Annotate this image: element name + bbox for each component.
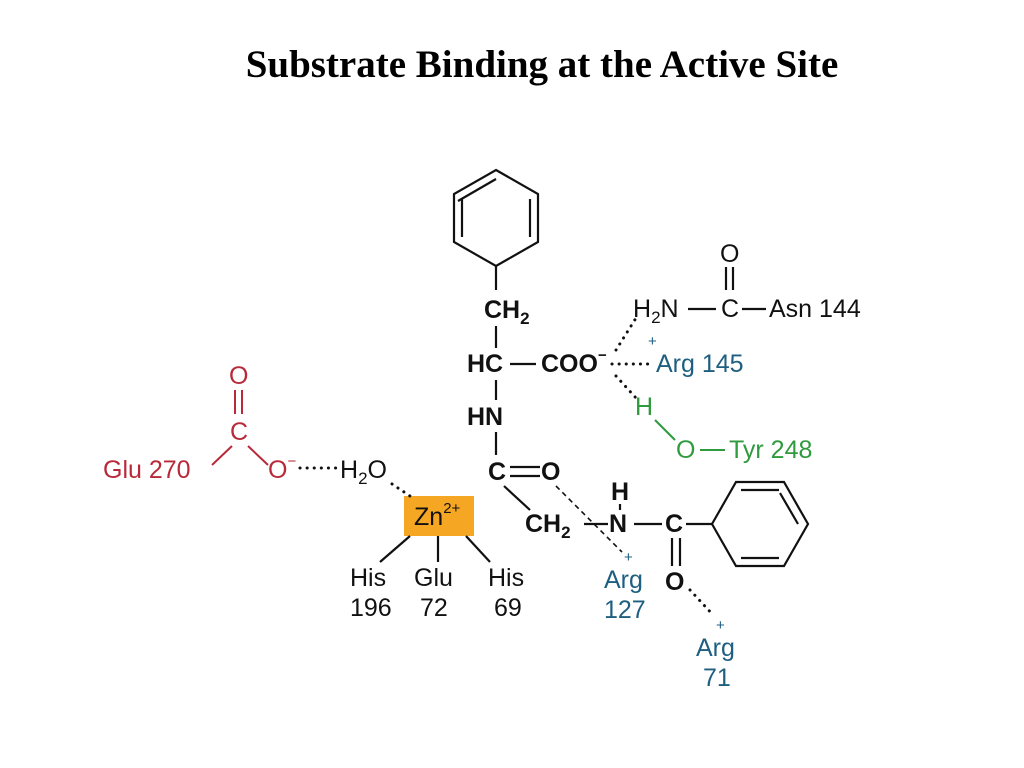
arg71-name: Arg xyxy=(696,634,735,662)
arg145-plus: + xyxy=(648,333,657,350)
zinc-ion-box xyxy=(404,496,474,536)
glu270-c-label: C xyxy=(230,418,248,446)
hbond-coo-asn xyxy=(614,316,638,352)
his196-name: His xyxy=(350,564,386,592)
carbonyl-c-label: C xyxy=(488,458,506,486)
hc-label: HC xyxy=(467,350,503,378)
arg145-label: Arg 145 xyxy=(656,350,744,378)
arg71-plus: + xyxy=(716,617,725,634)
coo-label: COO− xyxy=(541,347,607,378)
amide-n-label: N xyxy=(609,510,627,538)
bond-glu270-c-o xyxy=(247,445,269,466)
asn-o-label: O xyxy=(720,240,739,268)
asn-c-label: C xyxy=(721,295,739,323)
glu72-num: 72 xyxy=(420,594,448,622)
amide-c-label: C xyxy=(665,510,683,538)
glu270-o-top: O xyxy=(229,362,248,390)
arg127-name: Arg xyxy=(604,566,643,594)
asn-144-label: Asn 144 xyxy=(769,295,861,323)
bond-zn-his69 xyxy=(465,535,491,563)
tyr-248-label: Tyr 248 xyxy=(729,436,812,464)
hn-label: HN xyxy=(467,403,503,431)
arg71-num: 71 xyxy=(703,664,731,692)
his69-name: His xyxy=(488,564,524,592)
ch2-top-label: CH2 xyxy=(484,296,530,328)
zinc-ion-label: Zn2+ xyxy=(414,500,461,531)
his69-num: 69 xyxy=(494,594,522,622)
water-label: H2O xyxy=(340,456,387,488)
arg127-num: 127 xyxy=(604,596,646,624)
hbond-carbonyl-arg127 xyxy=(555,485,623,553)
bond-zn-his196 xyxy=(379,535,411,563)
coord-water-zn xyxy=(390,482,412,498)
amide-h-label: H xyxy=(611,478,629,506)
bond-tyr-h-o xyxy=(654,419,676,441)
arg127-plus: + xyxy=(624,549,633,566)
hbond-coo-tyr xyxy=(614,374,638,400)
tyr-h-label: H xyxy=(635,393,653,421)
page-title: Substrate Binding at the Active Site xyxy=(245,43,839,86)
ch2-low-label: CH2 xyxy=(525,510,571,542)
benzene-ring-top xyxy=(452,168,540,268)
glu72-name: Glu xyxy=(414,564,453,592)
bond-c-ch2-low xyxy=(503,485,531,511)
his196-num: 196 xyxy=(350,594,392,622)
bond-glu270-c-name xyxy=(211,445,233,466)
hbond-amide-o-arg71 xyxy=(688,588,716,618)
asn-h2n-label: H2N xyxy=(633,295,679,327)
glu270-label: Glu 270 xyxy=(103,456,191,484)
benzene-ring-right xyxy=(710,480,810,568)
tyr-o-label: O xyxy=(676,436,695,464)
amide-o-label: O xyxy=(665,568,684,596)
glu270-o-minus: O− xyxy=(268,453,296,484)
carbonyl-o-label: O xyxy=(541,458,560,486)
